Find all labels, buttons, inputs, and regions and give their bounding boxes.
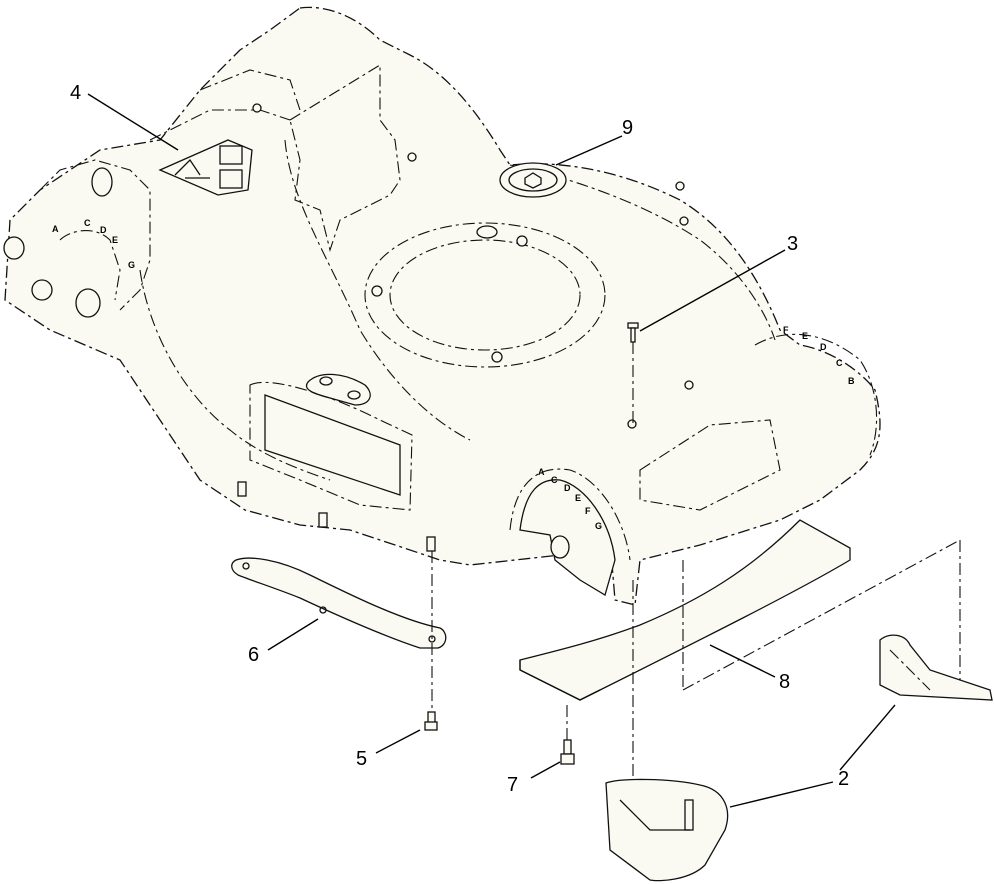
mower-deck-housing xyxy=(3,6,881,606)
height-letters-rear: A C D E F G xyxy=(538,467,602,531)
svg-text:C: C xyxy=(551,475,558,485)
svg-text:E: E xyxy=(575,493,581,503)
svg-text:A: A xyxy=(52,224,59,234)
callout-6: 6 xyxy=(248,644,259,666)
leader-lines xyxy=(87,93,896,808)
bolt-part-7 xyxy=(560,705,575,765)
cap-plug-part-9 xyxy=(499,162,567,198)
callout-7: 7 xyxy=(507,774,518,796)
svg-text:F: F xyxy=(585,506,591,516)
callout-2: 2 xyxy=(838,768,849,790)
callout-5: 5 xyxy=(356,748,367,770)
decal-part-4 xyxy=(158,139,253,196)
screw-part-3 xyxy=(627,322,639,424)
callout-9: 9 xyxy=(622,117,633,139)
baffle-part-8 xyxy=(519,519,961,790)
height-letters-front: A C D E G xyxy=(52,218,135,270)
svg-text:D: D xyxy=(100,225,107,235)
svg-text:C: C xyxy=(84,218,91,228)
svg-text:C: C xyxy=(836,358,843,368)
plug-part-2-front xyxy=(605,778,729,882)
plug-part-2-rear xyxy=(879,634,993,701)
svg-text:D: D xyxy=(820,342,827,352)
bolt-part-5 xyxy=(424,711,438,731)
svg-text:F: F xyxy=(783,325,789,335)
svg-text:G: G xyxy=(128,260,135,270)
svg-text:A: A xyxy=(538,467,545,477)
callout-4: 4 xyxy=(70,82,81,104)
callout-labels: 4 9 3 6 8 5 7 2 xyxy=(70,82,849,796)
callout-3: 3 xyxy=(787,233,798,255)
height-letters-right: F E D C B xyxy=(783,325,855,386)
svg-text:E: E xyxy=(112,235,118,245)
svg-text:D: D xyxy=(564,483,571,493)
svg-text:E: E xyxy=(802,331,808,341)
svg-text:B: B xyxy=(848,376,855,386)
strap-part-6 xyxy=(231,551,447,712)
callout-8: 8 xyxy=(779,671,790,693)
svg-text:G: G xyxy=(595,521,602,531)
